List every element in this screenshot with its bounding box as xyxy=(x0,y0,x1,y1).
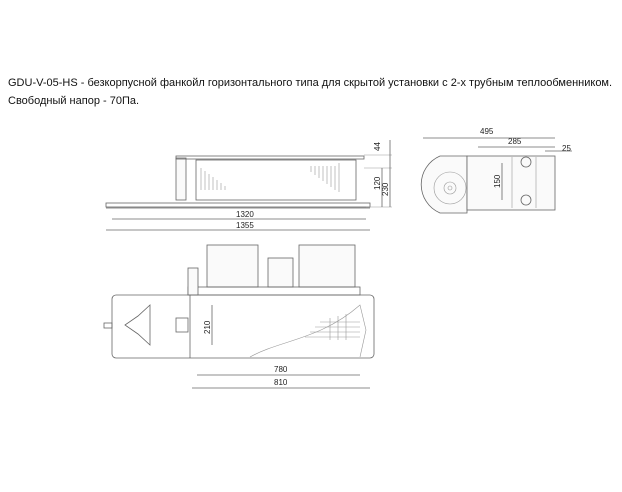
caption-pressure: Свободный напор - 70Па. xyxy=(8,95,140,107)
dim-230: 230 xyxy=(381,182,390,196)
dim-120: 120 xyxy=(373,176,382,190)
caption-title: GDU-V-05-HS - безкорпусной фанкойл гориз… xyxy=(8,77,613,89)
dim-25: 25 xyxy=(562,144,571,153)
dim-150: 150 xyxy=(493,174,502,188)
dim-210: 210 xyxy=(203,320,212,334)
dim-44: 44 xyxy=(373,142,382,151)
dim-1355: 1355 xyxy=(236,221,254,230)
dim-285: 285 xyxy=(508,137,522,146)
dim-810: 810 xyxy=(274,378,288,387)
dim-495: 495 xyxy=(480,127,494,136)
dim-1320: 1320 xyxy=(236,210,254,219)
dim-780: 780 xyxy=(274,365,288,374)
end-view: 495 285 25 150 xyxy=(420,127,572,214)
side-view: 1320 1355 44 120 230 xyxy=(105,140,392,231)
top-view: 210 780 810 xyxy=(103,244,375,389)
